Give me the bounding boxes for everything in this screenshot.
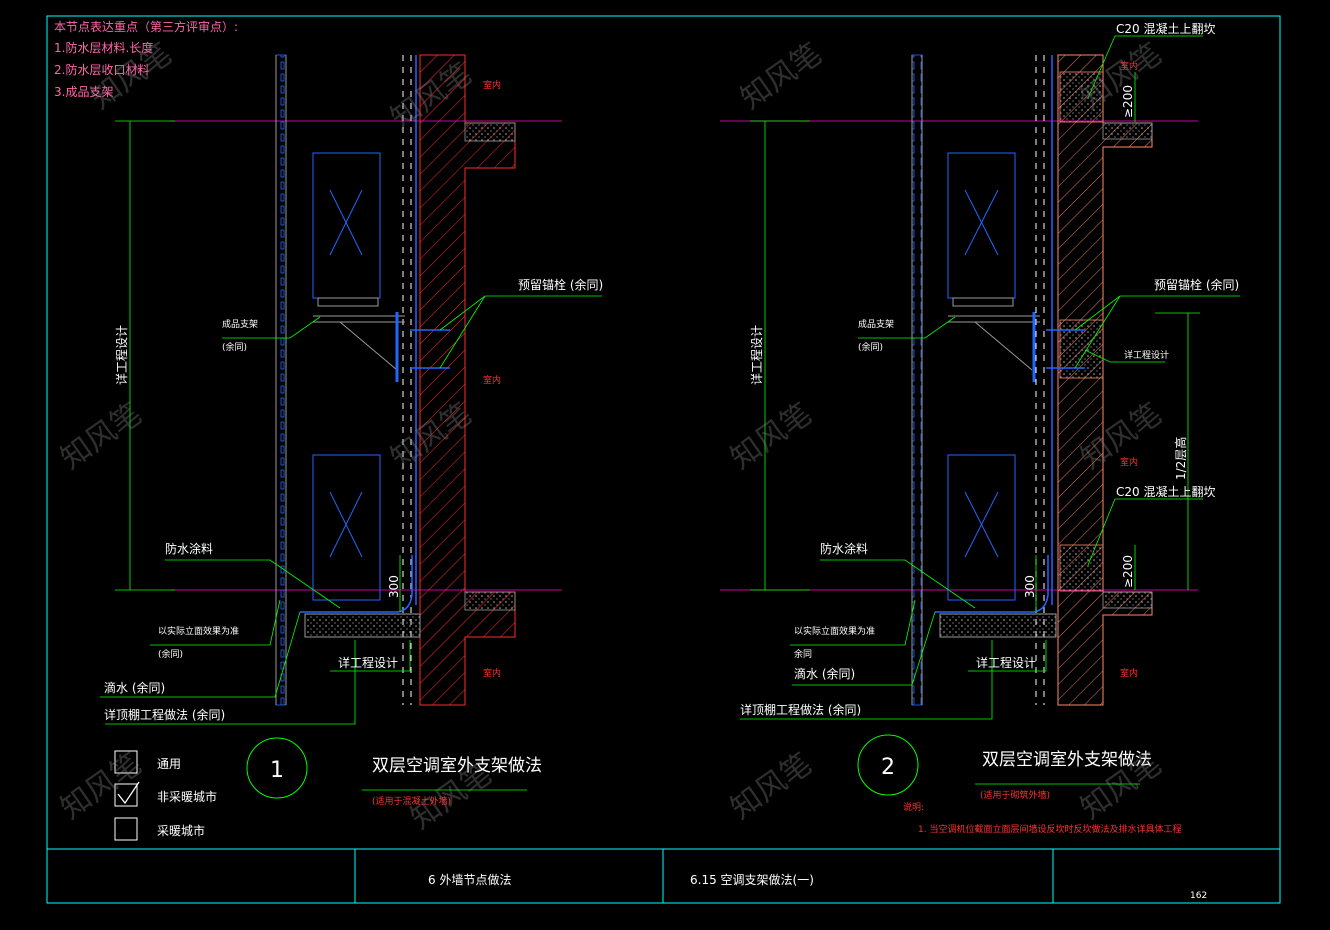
- ac-unit: [312, 454, 381, 601]
- detail-number: 1: [270, 758, 284, 783]
- half-height: 1/2层高: [1173, 437, 1188, 480]
- chapter-title: 6 外墙节点做法: [428, 872, 511, 887]
- waterproof-label: 防水涂料: [820, 541, 868, 556]
- drip-label: 滴水 (余同): [104, 680, 165, 695]
- bracket-label: 成品支架: [858, 318, 894, 330]
- page-number: 162: [1190, 891, 1207, 901]
- detail-number: 2: [881, 755, 895, 780]
- ac-unit: [312, 152, 381, 307]
- bracket: [313, 312, 450, 382]
- svg-text:知风笔: 知风笔: [725, 746, 819, 826]
- c20-label: C20 混凝土上翻坎: [1116, 21, 1215, 36]
- ac-platform: [304, 613, 421, 638]
- waterproof-label: 防水涂料: [165, 541, 213, 556]
- note-title: 说明:: [903, 801, 924, 813]
- legend-label: 采暖城市: [157, 823, 205, 838]
- c20-curb: [1059, 544, 1104, 592]
- check-icon: [117, 781, 140, 805]
- anchor-label: 预留锚栓 (余同): [1154, 277, 1239, 292]
- detail-subtitle: (适用于砌筑外墙): [980, 789, 1050, 801]
- detail-subtitle: (适用于混凝土外墙): [372, 795, 451, 807]
- vertical-label: 详工程设计: [114, 325, 129, 385]
- ceiling-label: 详顶棚工程做法 (余同): [104, 707, 225, 722]
- svg-text:知风笔: 知风笔: [55, 746, 149, 826]
- ceiling-label: 详顶棚工程做法 (余同): [740, 702, 861, 717]
- detail-number-circle: [246, 737, 308, 799]
- legend-checkbox: [114, 750, 138, 774]
- title-bar: 6 外墙节点做法 6.15 空调支架做法(一) 162: [428, 872, 1207, 901]
- detail-title: 双层空调室外支架做法: [372, 756, 542, 776]
- indoor-label: 室内: [1120, 456, 1138, 468]
- design-label-wall: 详工程设计: [1124, 349, 1169, 361]
- drawing-frame: [46, 15, 1281, 904]
- dim-200-mid: ≥200: [1121, 555, 1135, 588]
- slope-same: 余同: [794, 648, 812, 660]
- legend-label: 通用: [157, 757, 181, 771]
- bracket: [948, 312, 1085, 382]
- detail-2: 300 详工程设计 ≥200 ≥200 1/2层高 C20 混凝土上翻坎 C20…: [720, 21, 1240, 835]
- anchor-label: 预留锚栓 (余同): [518, 277, 603, 292]
- vertical-label: 详工程设计: [749, 325, 764, 385]
- note-text: 1. 当空调机位截面立面层间墙设反坎时反坎做法及排水详具体工程: [918, 823, 1181, 835]
- dim-200-top: ≥200: [1121, 85, 1135, 118]
- slope-label: 以实际立面效果为准: [158, 625, 239, 637]
- ac-unit: [947, 454, 1016, 601]
- bracket-same: (余同): [222, 341, 247, 353]
- legend-checkbox: [114, 783, 138, 807]
- bracket-same: (余同): [858, 341, 883, 353]
- svg-text:知风笔: 知风笔: [55, 396, 149, 476]
- notes-item: 1.防水层材料.长度: [54, 40, 153, 55]
- indoor-label: 室内: [1120, 60, 1138, 72]
- legend: 通用 非采暖城市 采暖城市: [114, 750, 217, 841]
- legend-checkbox: [114, 817, 138, 841]
- notes-item: 3.成品支架: [54, 85, 113, 99]
- ac-unit: [947, 152, 1016, 307]
- detail-number-circle: [857, 734, 919, 796]
- indoor-label: 室内: [1120, 667, 1138, 679]
- notes-item: 2.防水层收口材料: [54, 62, 149, 77]
- notes-title: 本节点表达重点（第三方评审点）:: [54, 19, 238, 34]
- c20-label: C20 混凝土上翻坎: [1116, 484, 1215, 499]
- dim-300: 300: [387, 575, 401, 598]
- section-title: 6.15 空调支架做法(一): [690, 872, 814, 887]
- detail-title: 双层空调室外支架做法: [982, 750, 1152, 770]
- design-label: 详工程设计: [338, 655, 398, 670]
- legend-label: 非采暖城市: [157, 789, 217, 804]
- design-label: 详工程设计: [976, 655, 1036, 670]
- dim-300: 300: [1023, 575, 1037, 598]
- drip-label: 滴水 (余同): [794, 666, 855, 681]
- slope-same: (余同): [158, 648, 183, 660]
- ac-platform: [939, 613, 1057, 638]
- louver-post: [275, 54, 287, 706]
- indoor-label: 室内: [483, 667, 501, 679]
- bracket-label: 成品支架: [222, 318, 258, 330]
- indoor-label: 室内: [483, 79, 501, 91]
- indoor-label: 室内: [483, 374, 501, 386]
- slope-label: 以实际立面效果为准: [794, 625, 875, 637]
- review-notes: 本节点表达重点（第三方评审点）: 1.防水层材料.长度 2.防水层收口材料 3.…: [54, 19, 238, 99]
- svg-text:知风笔: 知风笔: [735, 36, 829, 116]
- detail-1: 300 详工程设计 室内 室内 室内 成品支架 (余同) 预留锚栓 (余同) 防…: [100, 54, 603, 807]
- svg-text:知风笔: 知风笔: [725, 396, 819, 476]
